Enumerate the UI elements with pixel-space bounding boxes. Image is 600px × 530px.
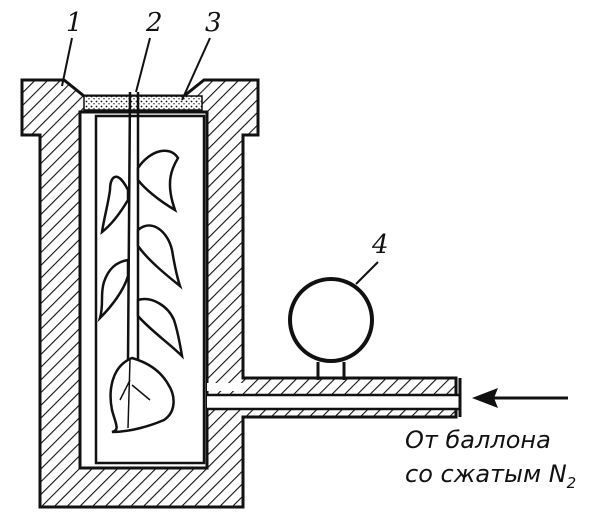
inlet-channel-outline (207, 393, 460, 411)
leaf (136, 224, 183, 290)
leaf (97, 258, 130, 323)
flow-arrow (472, 388, 568, 408)
caption-line-1: От баллона (405, 426, 551, 454)
leaf (109, 356, 175, 434)
seal (83, 95, 203, 111)
caption-line-2: со сжатым N2 (405, 462, 576, 491)
vessel-wall (20, 78, 458, 509)
leader-lines (61, 37, 379, 285)
label-2: 2 (146, 8, 163, 38)
label-4: 4 (372, 230, 389, 260)
leaf (100, 175, 130, 235)
label-3: 3 (205, 8, 222, 38)
leaf-vein (119, 359, 151, 429)
gauge-stem (316, 362, 346, 380)
label-1: 1 (66, 8, 83, 38)
plant-specimen (97, 91, 184, 434)
leader-3 (181, 37, 211, 101)
leader-2 (135, 37, 151, 93)
caption-line-2-sub: 2 (566, 473, 577, 492)
caption-line-2-text: со сжатым N (405, 460, 567, 488)
leader-1 (61, 37, 73, 87)
leader-4 (355, 261, 379, 285)
leaf (136, 149, 180, 213)
leaf (136, 297, 184, 360)
gauge (288, 277, 374, 363)
